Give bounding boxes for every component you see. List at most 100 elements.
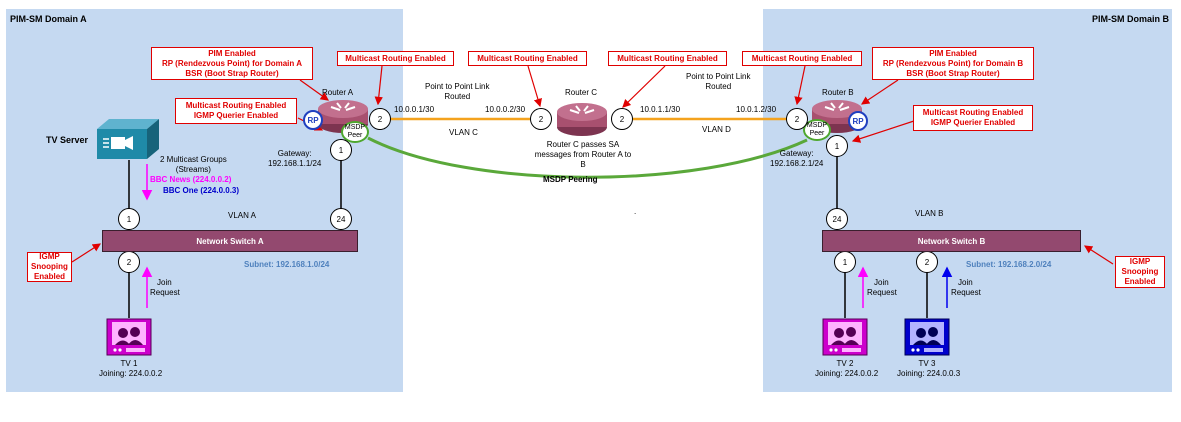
port-switch-a-24[interactable]: 24 (330, 208, 352, 230)
tv2-name: TV 2 (836, 359, 854, 368)
port-router-c-right[interactable]: 2 (611, 108, 633, 130)
gateway-a-l2: 192.168.1.1/24 (268, 159, 322, 168)
ip-router-a: 10.0.0.1/30 (394, 105, 435, 114)
multicast-groups-l2: (Streams) (175, 165, 211, 174)
network-switch-b[interactable]: Network Switch B (822, 230, 1081, 252)
router-c-description: Router C passes SA messages from Router … (528, 140, 638, 170)
callout-arrow-c-left (527, 65, 542, 108)
port-switch-b-24[interactable]: 24 (826, 208, 848, 230)
note-snooping-a: IGMP Snooping Enabled (27, 252, 72, 282)
msdp-peer-b-l2: Peer (809, 130, 825, 137)
vlan-c-label: VLAN C (449, 128, 478, 137)
domain-a-title: PIM-SM Domain A (10, 14, 87, 24)
note-router-b-rp: PIM Enabled RP (Rendezvous Point) for Do… (872, 47, 1034, 80)
join-request-tv1-l2: Request (150, 288, 180, 297)
note-router-b-rp-l3: BSR (Boot Strap Router) (906, 68, 1000, 78)
vlan-a-label: VLAN A (228, 211, 257, 220)
gateway-b-l2: 192.168.2.1/24 (770, 159, 824, 168)
tv2-joining: Joining: 224.0.0.2 (815, 369, 879, 378)
note-router-b-rp-l2: RP (Rendezvous Point) for Domain B (882, 58, 1024, 68)
join-request-tv3-l1: Join (958, 278, 973, 287)
note-snooping-a-l2: Snooping (31, 262, 68, 271)
note-snooping-a-l1: IGMP (39, 252, 60, 261)
server-icon[interactable] (95, 117, 161, 161)
port-router-a-1[interactable]: 1 (330, 139, 352, 161)
note-router-a-igmp-l1: Multicast Routing Enabled (185, 101, 287, 110)
msdp-peer-a-l1: MSDP (344, 124, 366, 131)
vlan-d-label: VLAN D (702, 125, 731, 134)
ip-router-c-left: 10.0.0.2/30 (485, 105, 526, 114)
port-switch-a-1[interactable]: 1 (118, 208, 140, 230)
router-icon-c[interactable] (555, 101, 609, 137)
note-router-b-multicast: Multicast Routing Enabled (742, 51, 862, 66)
msdp-peering-label: MSDP Peering (543, 175, 598, 184)
tv-icon-2[interactable] (822, 318, 868, 356)
callout-arrow-a-rp (299, 79, 329, 101)
link-left-caption: Point to Point Link Routed (425, 82, 489, 102)
port-switch-b-2[interactable]: 2 (916, 251, 938, 273)
note-router-a-igmp: Multicast Routing Enabled IGMP Querier E… (175, 98, 297, 124)
note-router-a-igmp-l2: IGMP Querier Enabled (193, 111, 279, 120)
port-switch-b-1[interactable]: 1 (834, 251, 856, 273)
tv2-label: TV 2 Joining: 224.0.0.2 (815, 359, 879, 379)
join-request-tv1: Join Request (150, 278, 180, 298)
msdp-peer-b: MSDP Peer (803, 119, 831, 141)
join-request-tv1-l1: Join (157, 278, 172, 287)
router-b-name: Router B (822, 88, 854, 97)
callout-arrow-b-igmp (851, 119, 918, 143)
multicast-groups-label: 2 Multicast Groups (Streams) (160, 155, 227, 175)
gateway-b-l1: Gateway: (779, 149, 814, 158)
tv1-name: TV 1 (120, 359, 138, 368)
stray-dot: . (634, 207, 637, 216)
join-request-tv2-l1: Join (874, 278, 889, 287)
router-c-name: Router C (565, 88, 598, 97)
note-router-a-rp: PIM Enabled RP (Rendezvous Point) for Do… (151, 47, 313, 80)
rp-badge-b: RP (848, 111, 868, 131)
note-snooping-b: IGMP Snooping Enabled (1115, 256, 1165, 288)
join-request-tv3: Join Request (951, 278, 981, 298)
network-switch-a[interactable]: Network Switch A (102, 230, 358, 252)
note-router-c-left: Multicast Routing Enabled (468, 51, 587, 66)
router-c-desc-l3: B (580, 160, 586, 169)
group-bbc-one: BBC One (224.0.0.3) (163, 186, 240, 195)
note-router-c-right: Multicast Routing Enabled (608, 51, 727, 66)
port-router-c-left[interactable]: 2 (530, 108, 552, 130)
tv3-label: TV 3 Joining: 224.0.0.3 (897, 359, 960, 379)
callout-arrow-a-mc (374, 65, 383, 106)
link-left-caption-l1: Point to Point Link (425, 82, 490, 91)
port-router-b-2[interactable]: 2 (786, 108, 808, 130)
group-bbc-news: BBC News (224.0.0.2) (150, 175, 232, 184)
port-switch-a-2[interactable]: 2 (118, 251, 140, 273)
port-router-b-1[interactable]: 1 (826, 135, 848, 157)
gateway-a-l1: Gateway: (277, 149, 312, 158)
tv1-label: TV 1 Joining: 224.0.0.2 (99, 359, 163, 379)
msdp-peer-b-l1: MSDP (806, 122, 828, 129)
vlan-b-label: VLAN B (915, 209, 944, 218)
callout-arrow-b-mc (794, 65, 806, 106)
note-snooping-b-l3: Enabled (1124, 277, 1156, 286)
tv3-name: TV 3 (918, 359, 936, 368)
callout-arrow-snoop-b (1083, 245, 1114, 265)
port-router-a-2[interactable]: 2 (369, 108, 391, 130)
join-request-tv3-l2: Request (951, 288, 981, 297)
msdp-peer-a: MSDP Peer (341, 121, 369, 143)
note-router-a-rp-l3: BSR (Boot Strap Router) (185, 68, 279, 78)
gateway-b: Gateway: 192.168.2.1/24 (770, 149, 823, 169)
tv1-joining: Joining: 224.0.0.2 (99, 369, 163, 378)
note-snooping-b-l1: IGMP (1129, 257, 1151, 266)
callout-arrow-b-rp (861, 79, 899, 105)
note-router-a-multicast: Multicast Routing Enabled (337, 51, 454, 66)
callout-arrow-c-right (622, 65, 666, 108)
note-router-b-igmp: Multicast Routing Enabled IGMP Querier E… (913, 105, 1033, 131)
tv-icon-3[interactable] (904, 318, 950, 356)
router-c-desc-l1: Router C passes SA (546, 140, 620, 149)
subnet-b: Subnet: 192.168.2.0/24 (966, 260, 1052, 269)
domain-b-title: PIM-SM Domain B (1091, 14, 1169, 24)
multicast-groups-l1: 2 Multicast Groups (160, 155, 227, 164)
note-router-b-rp-l1: PIM Enabled (929, 48, 977, 58)
join-request-tv2-l2: Request (867, 288, 897, 297)
link-left-caption-l2: Routed (444, 92, 471, 101)
tv-icon-1[interactable] (106, 318, 152, 356)
tv-server-label: TV Server (46, 135, 89, 145)
